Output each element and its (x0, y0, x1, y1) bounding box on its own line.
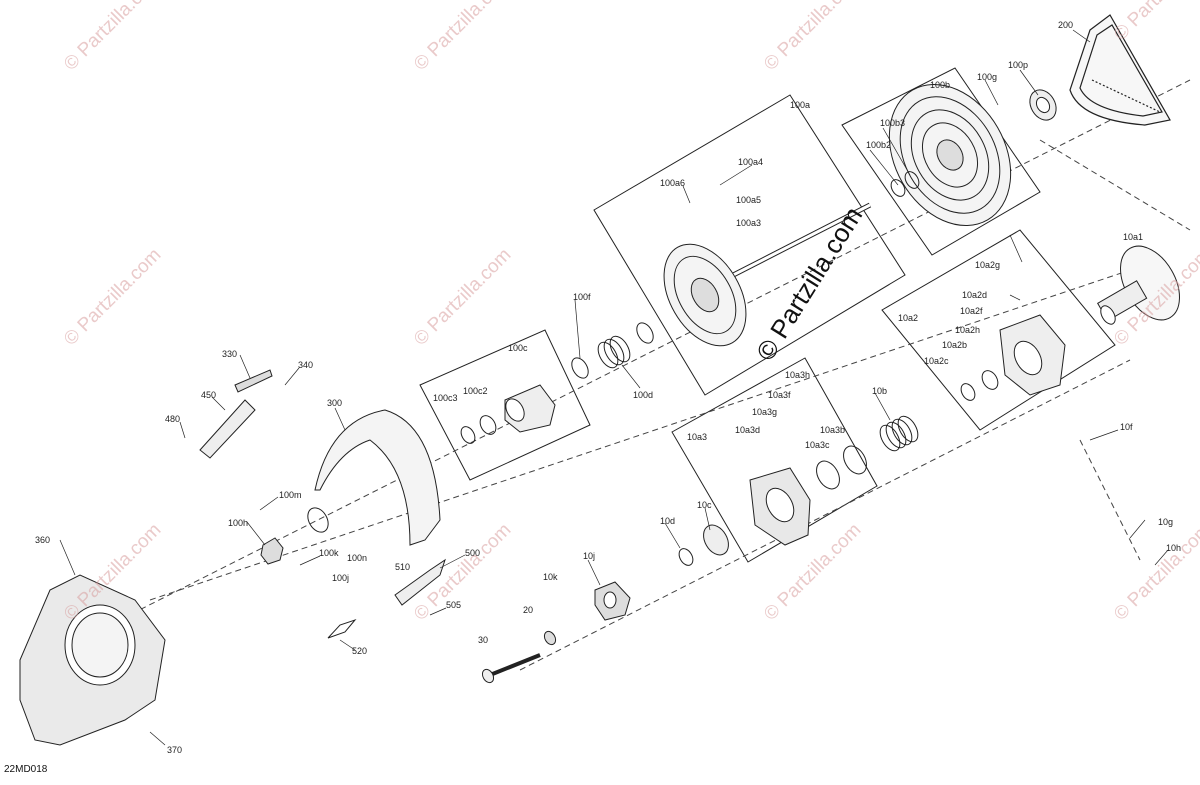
callout-10h: 10h (1166, 543, 1182, 553)
callout-100a4: 100a4 (738, 157, 764, 167)
nut-100h (260, 537, 284, 565)
washer-20 (543, 630, 557, 646)
hub-10j (594, 581, 631, 621)
spring-10b (879, 415, 919, 452)
callout-10g: 10g (1158, 517, 1174, 527)
ring-10a2c (960, 383, 976, 401)
callout-100n: 100n (347, 553, 368, 563)
callout-10a2d: 10a2d (962, 290, 988, 300)
callout-450: 450 (201, 390, 217, 400)
spring-100d (597, 335, 631, 369)
callout-100b2: 100b2 (866, 140, 892, 150)
callout-10b: 10b (872, 386, 888, 396)
callout-10a2b: 10a2b (942, 340, 968, 350)
ring-10a2b (981, 370, 999, 390)
housing-10a3 (749, 467, 811, 546)
callout-100k: 100k (319, 548, 339, 558)
plate-450 (199, 399, 256, 459)
ring-100f (571, 357, 589, 379)
group-label-10a3: 10a3 (687, 432, 708, 442)
ring-100b2 (890, 179, 906, 197)
callout-480: 480 (165, 414, 181, 424)
group-label-100b: 100b (930, 80, 951, 90)
drawing-code: 22MD018 (4, 764, 48, 775)
callout-10a3f: 10a3f (768, 390, 791, 400)
callout-100m: 100m (279, 490, 302, 500)
callout-10a3g: 10a3g (752, 407, 778, 417)
belt-guard-300 (314, 409, 441, 546)
callout-100g: 100g (977, 72, 998, 82)
callout-100j: 100j (332, 573, 350, 583)
group-box-10a3 (671, 357, 878, 563)
spider-10a2 (999, 314, 1066, 396)
callout-100a3: 100a3 (736, 218, 762, 228)
clip-520 (327, 618, 357, 639)
cam-100c (504, 384, 556, 433)
callout-100a6: 100a6 (660, 178, 686, 188)
group-label-100c: 100c (508, 343, 528, 353)
callout-520: 520 (352, 646, 368, 656)
callout-330: 330 (222, 349, 238, 359)
group-box-100a (593, 94, 906, 396)
callout-100f: 100f (573, 292, 591, 302)
group-box-100c (419, 329, 591, 481)
lever-500 (394, 558, 446, 606)
callout-100c3: 100c3 (433, 393, 458, 403)
group-box-10a2 (881, 229, 1116, 431)
group-box-100b (841, 67, 1041, 256)
bolt-30 (481, 653, 541, 684)
callout-10a3b: 10a3b (820, 425, 846, 435)
callout-10a3c: 10a3c (805, 440, 830, 450)
ring-100c3 (460, 426, 476, 444)
callout-10c: 10c (697, 500, 712, 510)
case-360 (19, 574, 166, 746)
ring-100c2 (479, 415, 497, 435)
group-label-100a: 100a (790, 100, 811, 110)
callout-510: 510 (395, 562, 411, 572)
callout-100p: 100p (1008, 60, 1029, 70)
callout-100c2: 100c2 (463, 386, 488, 396)
bearing-10c (703, 524, 729, 556)
callout-10j: 10j (583, 551, 596, 561)
ring-10d (678, 548, 694, 566)
callout-10a3d: 10a3d (735, 425, 761, 435)
fixed-sheave-10a1 (1096, 245, 1180, 325)
callout-300: 300 (327, 398, 343, 408)
callout-10a1: 10a1 (1123, 232, 1144, 242)
ring-10a3c (816, 460, 840, 490)
callout-10d: 10d (660, 516, 676, 526)
ring-100b3 (904, 171, 920, 189)
callout-30: 30 (478, 635, 489, 645)
ring-100e (636, 322, 654, 344)
group-label-10a2: 10a2 (898, 313, 919, 323)
callout-370: 370 (167, 745, 183, 755)
callout-500: 500 (465, 548, 481, 558)
drive-belt-200 (1069, 14, 1171, 126)
callout-10k: 10k (543, 572, 558, 582)
callout-100b3: 100b3 (880, 118, 906, 128)
bracket-330 (234, 369, 273, 393)
callout-10a3h: 10a3h (785, 370, 811, 380)
callout-340: 340 (298, 360, 314, 370)
callout-10a2f: 10a2f (960, 306, 983, 316)
callout-10a2c: 10a2c (924, 356, 949, 366)
callout-100d: 100d (633, 390, 654, 400)
callout-20: 20 (523, 605, 534, 615)
callout-100a5: 100a5 (736, 195, 762, 205)
callout-360: 360 (35, 535, 51, 545)
washer-100n (307, 507, 329, 533)
callout-10a2g: 10a2g (975, 260, 1001, 270)
callout-100h: 100h (228, 518, 249, 528)
callout-10f: 10f (1120, 422, 1133, 432)
callout-505: 505 (446, 600, 462, 610)
callout-200: 200 (1058, 20, 1074, 30)
ring-10a3b (843, 445, 867, 475)
movable-sheave-100a (663, 202, 872, 347)
callout-10a2h: 10a2h (955, 325, 981, 335)
bearing-100p (1029, 89, 1057, 121)
fixed-sheave-100b (888, 83, 1012, 227)
